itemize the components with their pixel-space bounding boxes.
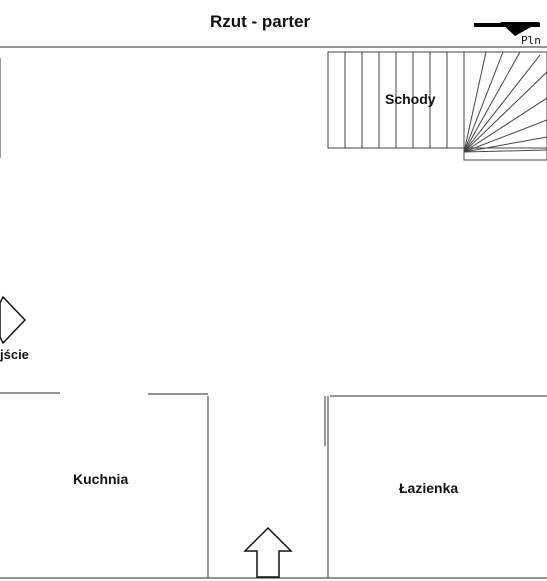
walls bbox=[0, 46, 547, 579]
room-label-bathroom: Łazienka bbox=[399, 480, 459, 496]
entrance-arrow-icon bbox=[0, 295, 27, 345]
page-title: Rzut - parter bbox=[209, 12, 311, 31]
room-label-entrance: jście bbox=[0, 347, 29, 362]
stairs-winder bbox=[463, 51, 547, 161]
room-label-stairs: Schody bbox=[385, 91, 436, 107]
north-arrow-icon bbox=[474, 22, 540, 36]
stairs-straight bbox=[327, 51, 547, 149]
room-label-kitchen: Kuchnia bbox=[73, 471, 129, 487]
north-label: Pln bbox=[521, 34, 541, 47]
up-arrow-icon bbox=[243, 526, 293, 578]
